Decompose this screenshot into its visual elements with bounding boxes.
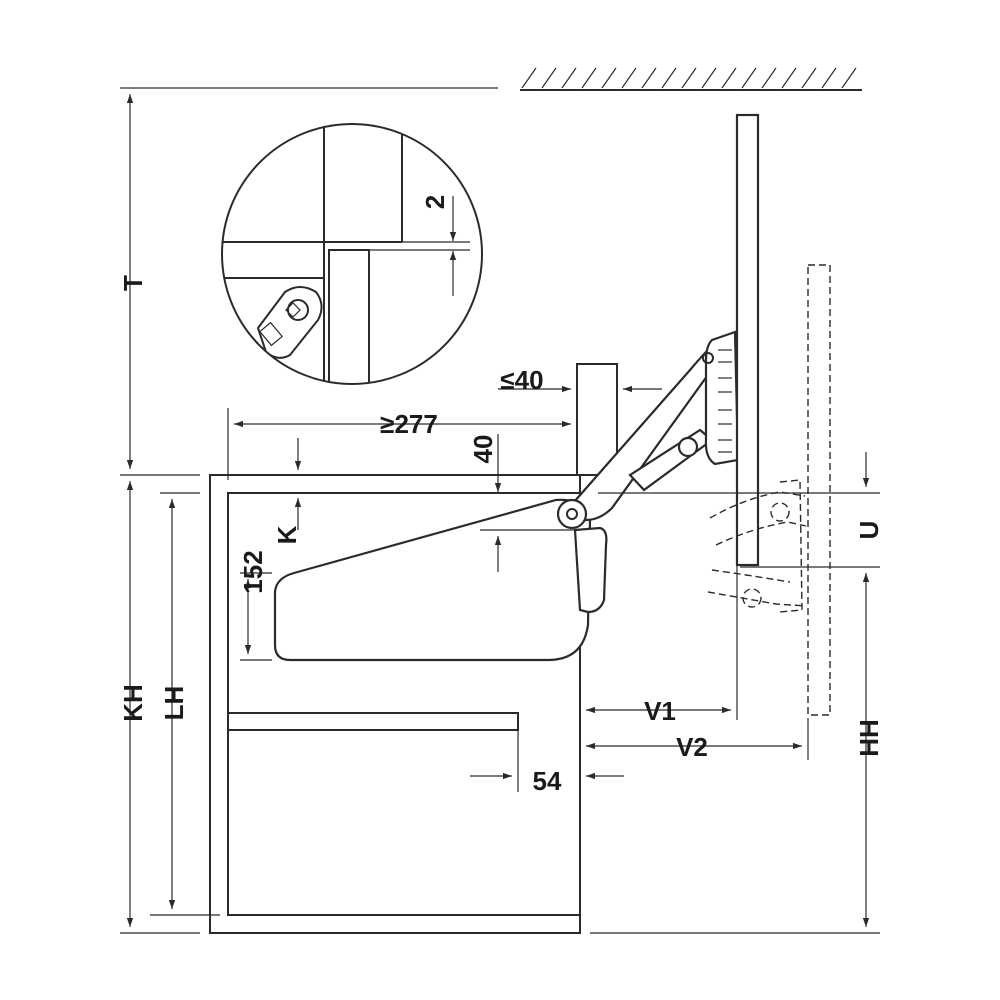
label-2: 2 <box>420 195 450 209</box>
extension-lines <box>120 87 880 934</box>
label-KH: KH <box>118 684 148 722</box>
dimension-labels: T KH LH HH U K 152 40 2 ≥277 ≤40 V1 V2 5… <box>118 195 884 796</box>
label-40-horizontal: ≤40 <box>500 365 543 395</box>
cabinet-body <box>209 474 581 934</box>
label-152: 152 <box>238 550 268 593</box>
door-open <box>735 113 760 567</box>
label-T: T <box>118 275 148 291</box>
label-U: U <box>854 521 884 540</box>
label-277: ≥277 <box>380 409 438 439</box>
label-LH: LH <box>159 686 189 721</box>
label-40-vertical: 40 <box>468 435 498 464</box>
label-V2: V2 <box>676 732 708 762</box>
label-54: 54 <box>533 766 562 796</box>
label-V1: V1 <box>644 696 676 726</box>
label-HH: HH <box>854 719 884 757</box>
door-closed-dashed <box>707 264 831 716</box>
ceiling-hatching <box>520 67 862 91</box>
dimension-lines <box>126 94 870 927</box>
label-K: K <box>272 525 302 544</box>
detail-circle <box>221 123 483 385</box>
lift-mechanism <box>273 330 740 662</box>
